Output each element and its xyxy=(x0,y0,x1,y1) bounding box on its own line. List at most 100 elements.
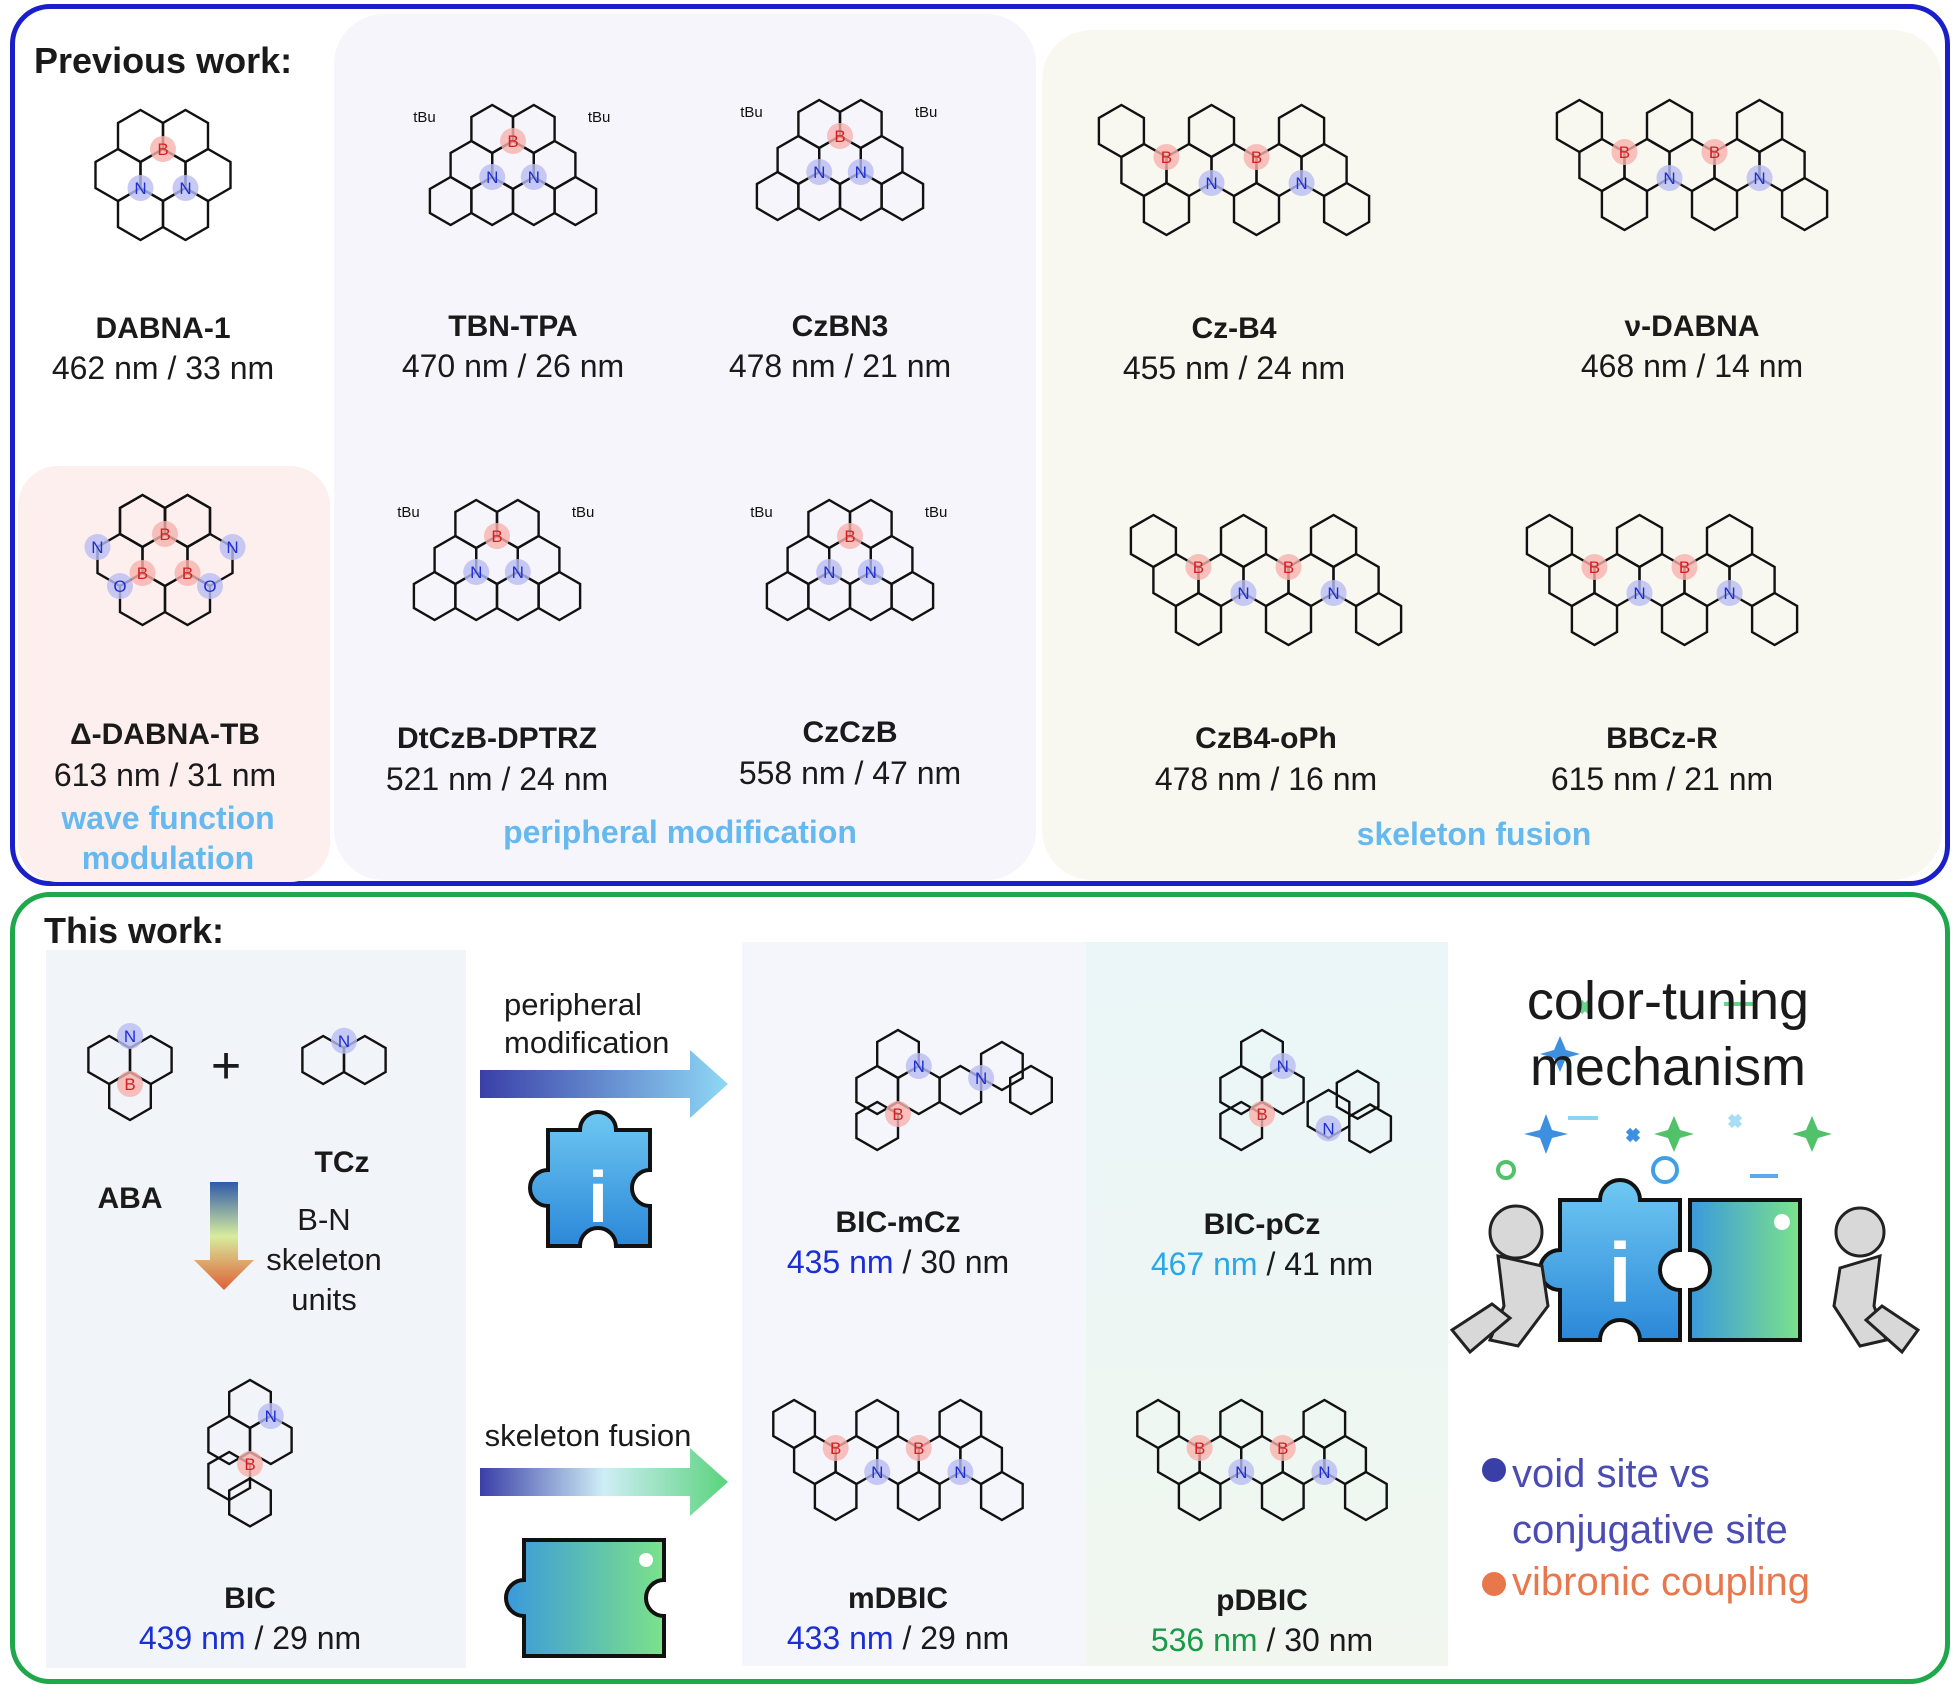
svg-text:tBu: tBu xyxy=(588,109,611,126)
svg-text:B: B xyxy=(157,140,168,159)
wl-bic-pcz: 467 nm xyxy=(1150,1246,1258,1282)
arrow-fusion xyxy=(480,1448,728,1516)
svg-text:N: N xyxy=(913,1057,925,1076)
svg-text:tBu: tBu xyxy=(740,104,763,121)
svg-text:N: N xyxy=(1327,584,1339,603)
mol-name-bic: BIC xyxy=(224,1582,276,1615)
mol-name-bbcz-r: BBCz-R xyxy=(1606,722,1718,755)
svg-text:N: N xyxy=(226,538,238,557)
mol-metric-bic-mcz: 435 nm / 30 nm xyxy=(787,1244,1009,1281)
svg-text:N: N xyxy=(975,1069,987,1088)
tcz-label: TCz xyxy=(314,1146,370,1179)
mol-metric-bic: 439 nm / 29 nm xyxy=(139,1620,361,1657)
this-work-heading: This work: xyxy=(44,910,225,951)
arrow-peripheral-label: peripheral modification xyxy=(504,987,670,1060)
mol-metric-dabna1: 462 nm / 33 nm xyxy=(51,350,275,386)
svg-text:B: B xyxy=(1619,143,1630,162)
mol-metric-czb4-oph: 478 nm / 16 nm xyxy=(1154,761,1378,797)
fwhm-bic-pcz: / 41 nm xyxy=(1257,1246,1374,1282)
plus-sign: + xyxy=(210,1037,242,1095)
arrow-peripheral xyxy=(480,1050,728,1118)
mol-name-dabna1: DABNA-1 xyxy=(95,312,231,345)
svg-text:N: N xyxy=(1633,584,1645,603)
svg-text:B: B xyxy=(892,1105,903,1124)
category-wave-function: wave function modulation xyxy=(61,800,275,876)
svg-text:B: B xyxy=(1589,558,1600,577)
svg-text:B: B xyxy=(507,132,518,151)
svg-text:N: N xyxy=(512,563,524,582)
mol-name-bic-mcz: BIC-mCz xyxy=(835,1206,961,1239)
svg-text:B: B xyxy=(1256,1105,1267,1124)
svg-text:tBu: tBu xyxy=(413,109,436,126)
mol-metric-bbcz-r: 615 nm / 21 nm xyxy=(1550,761,1774,797)
mol-metric-pdbic: 536 nm / 30 nm xyxy=(1151,1622,1373,1659)
svg-text:tBu: tBu xyxy=(925,504,948,521)
fwhm-bic: / 29 nm xyxy=(245,1620,362,1656)
fusion-region xyxy=(1042,30,1942,880)
svg-text:B: B xyxy=(830,1439,841,1458)
svg-text:B: B xyxy=(491,527,502,546)
svg-text:N: N xyxy=(813,163,825,182)
mol-name-cz-b4: Cz-B4 xyxy=(1191,312,1277,345)
mol-metric-cz-b4: 455 nm / 24 nm xyxy=(1122,350,1346,386)
category-peripheral: peripheral modification xyxy=(503,814,857,850)
puzzle-piece-a: i xyxy=(528,1110,652,1248)
svg-text:N: N xyxy=(1295,174,1307,193)
wl-mdbic: 433 nm xyxy=(786,1620,894,1656)
svg-text:i: i xyxy=(1608,1226,1631,1320)
wl-pdbic: 536 nm xyxy=(1150,1622,1258,1658)
mol-name-czb4-oph: CzB4-oPh xyxy=(1195,722,1337,755)
svg-text:O: O xyxy=(203,577,216,596)
mol-metric-mdbic: 433 nm / 29 nm xyxy=(787,1620,1009,1657)
svg-text:B: B xyxy=(1277,1439,1288,1458)
svg-text:N: N xyxy=(1205,174,1217,193)
svg-text:N: N xyxy=(486,168,498,187)
svg-text:N: N xyxy=(470,563,482,582)
bn-units-label: B-N skeleton units xyxy=(266,1202,382,1317)
legend-vibronic-text: vibronic coupling xyxy=(1512,1560,1810,1604)
previous-work-heading: Previous work: xyxy=(34,40,293,81)
svg-text:tBu: tBu xyxy=(915,104,938,121)
svg-text:N: N xyxy=(865,563,877,582)
svg-text:tBu: tBu xyxy=(397,504,420,521)
svg-text:B: B xyxy=(1251,148,1262,167)
category-fusion: skeleton fusion xyxy=(1356,816,1592,852)
legend-void-text: void site vs conjugative site xyxy=(1512,1452,1788,1552)
legend-dot-vibronic xyxy=(1482,1572,1506,1596)
svg-text:N: N xyxy=(1318,1463,1330,1482)
svg-text:N: N xyxy=(265,1407,277,1426)
svg-text:B: B xyxy=(159,525,170,544)
svg-text:N: N xyxy=(1235,1463,1247,1482)
svg-text:B: B xyxy=(844,527,855,546)
svg-text:N: N xyxy=(1322,1119,1334,1138)
svg-text:B: B xyxy=(182,564,193,583)
svg-text:O: O xyxy=(113,577,126,596)
mechanism-illustration: i xyxy=(1449,999,1921,1355)
svg-text:N: N xyxy=(871,1463,883,1482)
mol-name-mdbic: mDBIC xyxy=(847,1582,949,1615)
svg-text:N: N xyxy=(954,1463,966,1482)
arrow-down xyxy=(194,1182,254,1290)
previous-work-panel xyxy=(10,4,1950,886)
svg-text:N: N xyxy=(1723,584,1735,603)
mol-metric-czczb: 558 nm / 47 nm xyxy=(738,755,962,791)
mol-name-d-dabna-tb: Δ-DABNA-TB xyxy=(70,718,260,751)
mol-name-bic-pcz: BIC-pCz xyxy=(1203,1208,1321,1241)
svg-text:B: B xyxy=(1194,1439,1205,1458)
mol-name-pdbic: pDBIC xyxy=(1216,1584,1308,1617)
mol-metric-tbn-tpa: 470 nm / 26 nm xyxy=(401,348,625,384)
svg-text:B: B xyxy=(1709,143,1720,162)
svg-text:N: N xyxy=(823,563,835,582)
svg-text:B: B xyxy=(137,564,148,583)
mol-metric-bic-pcz: 467 nm / 41 nm xyxy=(1151,1246,1373,1283)
svg-text:B: B xyxy=(244,1455,255,1474)
conjugative-region xyxy=(1086,942,1448,1666)
svg-text:tBu: tBu xyxy=(572,504,595,521)
svg-text:N: N xyxy=(528,168,540,187)
mol-metric-dtczb-dptrz: 521 nm / 24 nm xyxy=(385,761,609,797)
legend-dot-void xyxy=(1482,1458,1506,1482)
mol-name-dtczb-dptrz: DtCzB-DPTRZ xyxy=(397,722,597,755)
svg-text:B: B xyxy=(834,127,845,146)
